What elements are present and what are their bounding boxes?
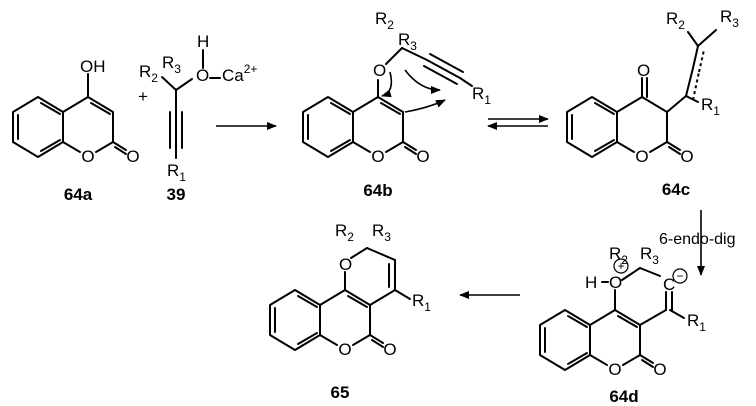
step-label-6-endo-dig: 6-endo-dig bbox=[659, 231, 736, 248]
svg-text:R3: R3 bbox=[398, 30, 417, 53]
r1-label: R bbox=[412, 291, 424, 310]
carbonyl-oxygen-label: O bbox=[680, 147, 693, 166]
r3-label: R bbox=[162, 53, 174, 72]
svg-text:Ca2+: Ca2+ bbox=[222, 62, 257, 85]
curved-electron-arrow-icon bbox=[404, 99, 446, 113]
carbanion-c-label: C bbox=[663, 275, 675, 294]
compound-64a: O OH O 64a bbox=[12, 57, 140, 204]
compound-64b: O O O R2 R3 R1 64b bbox=[302, 9, 491, 200]
r1-label: R bbox=[472, 84, 484, 103]
r3-label: R bbox=[398, 30, 410, 49]
compound-label-64b: 64b bbox=[363, 181, 392, 200]
r3-label: R bbox=[720, 7, 732, 26]
svg-text:R3: R3 bbox=[372, 221, 391, 244]
r2-label: R bbox=[666, 9, 678, 28]
r2-label: R bbox=[335, 221, 347, 240]
svg-text:R1: R1 bbox=[701, 95, 720, 118]
equilibrium-arrow-icon bbox=[487, 115, 549, 130]
ring-oxygen-label: O bbox=[338, 340, 351, 359]
pyran-oxygen-label: O bbox=[339, 255, 352, 274]
plus-sign: + bbox=[138, 87, 148, 106]
r1-label: R bbox=[687, 311, 699, 330]
svg-text:R2: R2 bbox=[139, 62, 158, 85]
compound-label-65: 65 bbox=[331, 383, 350, 402]
svg-text:R1: R1 bbox=[412, 291, 431, 314]
hydroxyl-h-label: H bbox=[197, 32, 209, 51]
svg-text:R1: R1 bbox=[472, 84, 491, 107]
svg-text:R3: R3 bbox=[162, 53, 181, 76]
compound-label-64a: 64a bbox=[64, 185, 93, 204]
negative-charge-label: − bbox=[676, 269, 683, 283]
compound-65: O O O R2 R3 R1 65 bbox=[269, 221, 431, 402]
positive-charge-label: + bbox=[617, 259, 624, 273]
compound-label-39: 39 bbox=[167, 185, 186, 204]
r2-label: R bbox=[375, 9, 387, 28]
oxonium-oxygen-label: O bbox=[609, 273, 622, 292]
svg-text:R2: R2 bbox=[375, 9, 394, 32]
compound-label-64d: 64d bbox=[609, 387, 638, 406]
compound-39: R2 R3 H O Ca2+ R1 39 bbox=[139, 32, 257, 204]
carbonyl-oxygen-label: O bbox=[383, 340, 396, 359]
calcium-label: Ca bbox=[222, 66, 244, 85]
ring-oxygen-label: O bbox=[371, 147, 384, 166]
r3-label: R bbox=[640, 244, 652, 263]
r2-label: R bbox=[609, 244, 621, 263]
r1-label: R bbox=[701, 95, 713, 114]
positive-charge-icon bbox=[613, 258, 629, 274]
ether-oxygen-label: O bbox=[373, 61, 386, 80]
alkoxide-oxygen-label: O bbox=[196, 66, 209, 85]
compound-label-64c: 64c bbox=[662, 180, 690, 199]
svg-text:R3: R3 bbox=[640, 244, 659, 267]
svg-text:R2: R2 bbox=[335, 221, 354, 244]
ring-oxygen-label: O bbox=[81, 147, 94, 166]
ring-oxygen-label: O bbox=[635, 147, 648, 166]
negative-charge-icon bbox=[672, 268, 688, 284]
ketone-oxygen-label: O bbox=[637, 61, 650, 80]
r3-label: R bbox=[372, 221, 384, 240]
svg-text:R2: R2 bbox=[609, 244, 628, 267]
r1-label: R bbox=[167, 161, 179, 180]
svg-text:R3: R3 bbox=[720, 7, 739, 30]
carbonyl-oxygen-label: O bbox=[653, 360, 666, 379]
ring-oxygen-label: O bbox=[608, 360, 621, 379]
svg-text:R1: R1 bbox=[687, 311, 706, 334]
r2-label: R bbox=[139, 62, 151, 81]
curved-electron-arrow-icon bbox=[404, 69, 441, 94]
hydroxyl-label: OH bbox=[80, 57, 106, 76]
carbonyl-oxygen-label: O bbox=[416, 147, 429, 166]
svg-text:R2: R2 bbox=[666, 9, 685, 32]
carbonyl-oxygen-label: O bbox=[126, 147, 139, 166]
compound-64d: O H + C − O O R2 R3 R1 64d bbox=[539, 244, 706, 406]
svg-text:R1: R1 bbox=[167, 161, 186, 184]
curved-electron-arrow-icon bbox=[381, 71, 393, 98]
oxonium-h-label: H bbox=[585, 273, 597, 292]
compound-64c: O O O R2 R3 R1 64c bbox=[566, 7, 739, 199]
